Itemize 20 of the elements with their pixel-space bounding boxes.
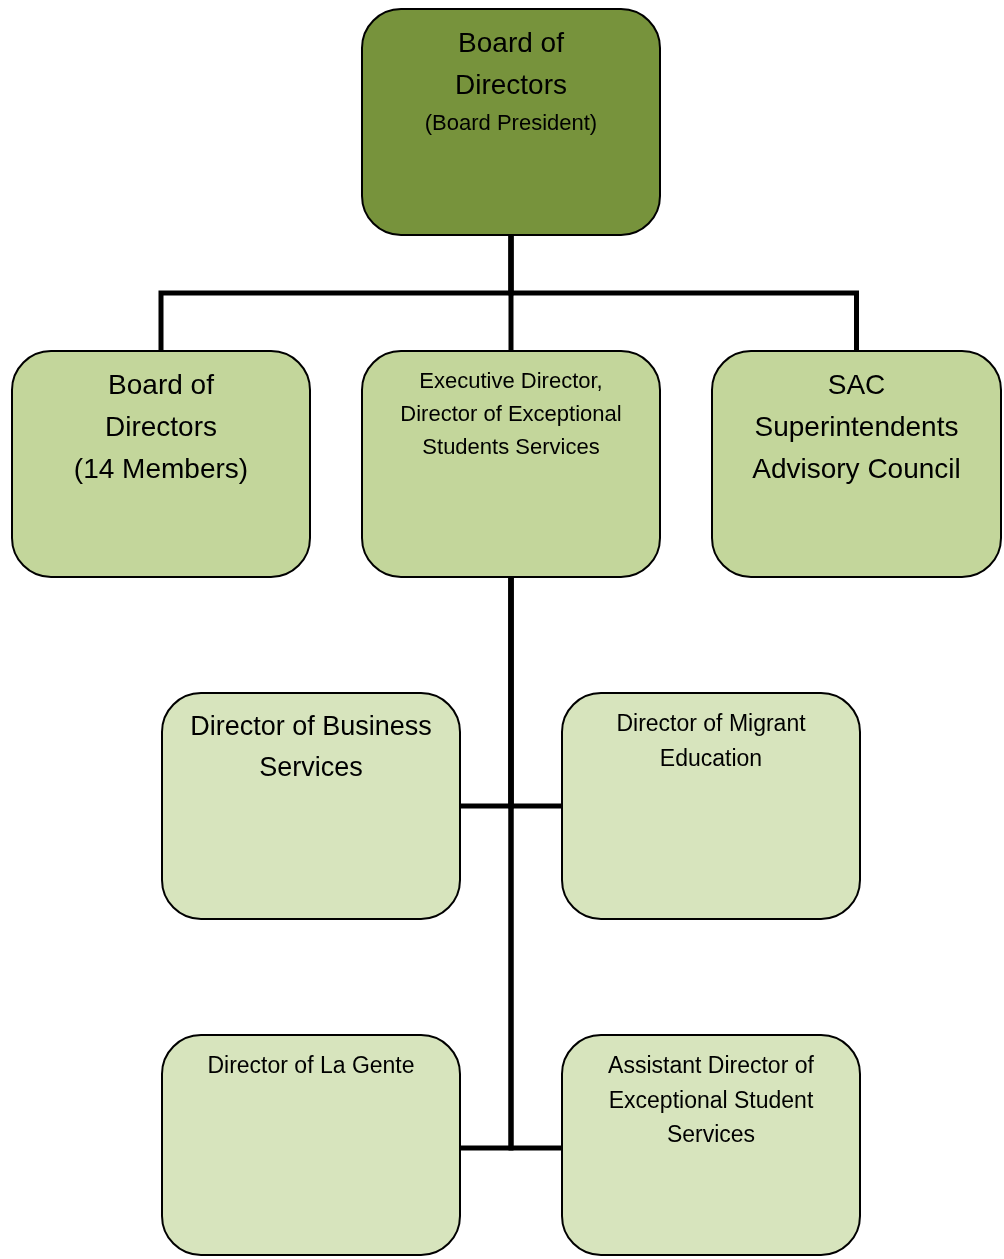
org-box — [711, 350, 1002, 578]
connector-line — [508, 578, 561, 1151]
org-box — [561, 692, 861, 920]
role-title: Assistant Director of Exceptional Student Services — [607, 1051, 815, 1149]
connector-line — [508, 236, 859, 350]
role-title: Board of Directors — [104, 368, 218, 444]
org-box — [161, 692, 461, 920]
org-box — [361, 8, 661, 236]
org-box — [11, 350, 311, 578]
org-box — [161, 1034, 461, 1256]
role-title: Director of La Gente — [207, 1051, 415, 1080]
org-box — [361, 350, 661, 578]
role-title: Director of Migrant Education — [615, 709, 807, 773]
role-title: Director of Business Services — [189, 710, 433, 784]
role-title: (14 Members) — [73, 452, 249, 486]
role-title: Board of Directors — [454, 26, 568, 102]
role-title: SAC Superintendents Advisory Council — [751, 368, 962, 486]
role-title: (Board President) — [424, 109, 598, 137]
org-box — [561, 1034, 861, 1256]
role-title: Executive Director, Director of Exceptional Students Services — [399, 367, 623, 461]
